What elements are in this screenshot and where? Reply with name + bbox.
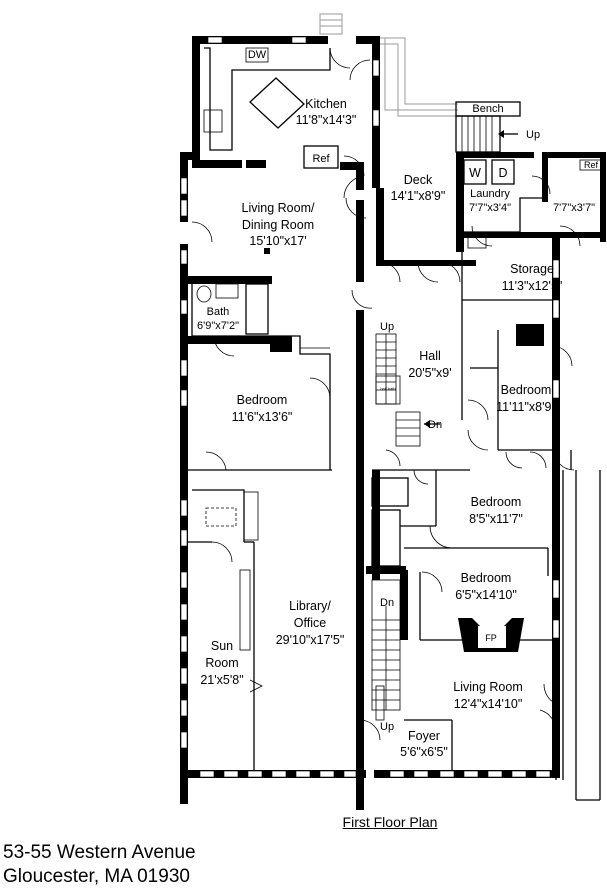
address-line-1: 53-55 Western Avenue — [3, 842, 196, 863]
walls — [180, 36, 606, 810]
bath-name: Bath — [207, 306, 230, 318]
fixture-labels: DW Ref Ref Bench W D FP half bath — [248, 49, 599, 643]
bedroom-lower-size: 6'5"x14'10" — [455, 588, 517, 602]
stair-up-foyer: Up — [380, 721, 394, 733]
stair-up-deck: Up — [526, 129, 540, 141]
living-room-name: Living Room — [453, 680, 522, 694]
living-room-size: 12'4"x14'10" — [454, 697, 523, 711]
kitchen-name: Kitchen — [305, 97, 347, 111]
bedroom-lower-name: Bedroom — [461, 571, 512, 585]
hall-name: Hall — [419, 349, 441, 363]
bedroom-right-name: Bedroom — [501, 383, 552, 397]
sun-room-name1: Sun — [211, 639, 233, 653]
deck-name: Deck — [404, 173, 433, 187]
dryer-label: D — [498, 166, 507, 180]
sun-room-name2: Room — [205, 656, 238, 670]
half-bath-label: half bath — [380, 386, 395, 391]
bedroom-left-name: Bedroom — [237, 393, 288, 407]
foyer-name: Foyer — [408, 729, 440, 743]
bench-label: Bench — [472, 103, 503, 115]
stair-dn-hall: Dn — [428, 419, 442, 431]
library-name1: Library/ — [289, 599, 331, 613]
living-dining-name2: Dining Room — [242, 218, 314, 232]
living-dining-size: 15'10"x17' — [249, 234, 306, 248]
bedroom-mid-name: Bedroom — [471, 495, 522, 509]
bedroom-left-size: 11'6"x13'6" — [232, 410, 293, 424]
stair-up-hall: Up — [380, 321, 394, 333]
bath-size: 6'9"x7'2" — [197, 320, 239, 332]
living-dining-name1: Living Room/ — [242, 201, 315, 215]
storage-size: 11'3"x12'5" — [502, 279, 563, 293]
sun-room-size: 21'x5'8" — [200, 673, 243, 687]
bedroom-mid-size: 8'5"x11'7" — [469, 512, 523, 526]
library-name2: Office — [294, 616, 326, 630]
laundry-name: Laundry — [470, 188, 510, 200]
laundry-size: 7'7"x3'4" — [469, 202, 511, 214]
fireplace-label: FP — [485, 633, 497, 643]
stair-labels: Up Up Dn Dn Up — [380, 129, 540, 733]
closet-size: 7'7"x3'7" — [553, 202, 595, 214]
hall-size: 20'5"x9' — [408, 366, 451, 380]
washer-label: W — [469, 166, 481, 180]
kitchen-size: 11'8"x14'3" — [296, 113, 357, 127]
stair-dn-foyer: Dn — [380, 597, 394, 609]
library-size: 29'10"x17'5" — [276, 633, 345, 647]
address-line-2: Gloucester, MA 01930 — [3, 866, 190, 887]
room-labels: Kitchen 11'8"x14'3" Living Room/ Dining … — [197, 97, 595, 759]
ref2-label: Ref — [584, 160, 599, 170]
foyer-size: 5'6"x6'5" — [400, 745, 448, 759]
plan-title: First Floor Plan — [342, 814, 438, 830]
storage-name: Storage — [510, 262, 554, 276]
dishwasher-label: DW — [248, 49, 267, 61]
windows — [180, 36, 560, 778]
ref-label: Ref — [312, 153, 330, 165]
deck-size: 14'1"x8'9" — [391, 189, 446, 203]
bedroom-right-size: 11'11"x8'9" — [496, 400, 556, 414]
